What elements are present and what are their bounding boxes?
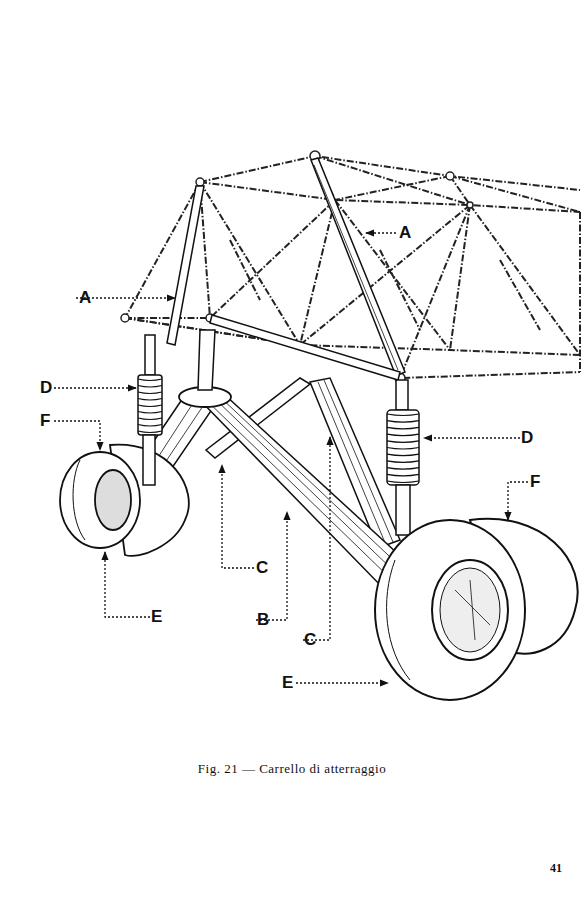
main-leg xyxy=(195,395,410,590)
spring-coil xyxy=(387,448,419,450)
spring-coil xyxy=(138,425,162,427)
shock-absorber xyxy=(138,335,162,485)
spring-coil xyxy=(387,421,419,423)
spring-coil xyxy=(138,405,162,407)
spring-coil xyxy=(138,379,162,381)
wheel xyxy=(375,519,578,700)
spring-coil xyxy=(138,379,419,483)
spring-coil xyxy=(387,427,419,429)
shock-absorber xyxy=(387,380,419,535)
spring-coil xyxy=(387,481,419,483)
part-letter: E xyxy=(151,608,162,625)
part-letter: D xyxy=(521,429,533,446)
spring-coil xyxy=(387,454,419,456)
part-letter: A xyxy=(79,289,91,306)
wheel xyxy=(60,445,189,556)
spring-coil xyxy=(138,431,162,433)
part-letter: F xyxy=(530,473,540,490)
spring-coil xyxy=(387,474,419,476)
part-letter: F xyxy=(40,412,50,429)
spring-coil xyxy=(138,418,162,420)
fuselage-truss xyxy=(125,156,580,378)
spring-coil xyxy=(138,399,162,401)
part-letter: C xyxy=(256,559,268,576)
leader-line xyxy=(54,233,528,683)
page-number: 41 xyxy=(550,862,562,874)
spring-coil xyxy=(138,392,162,394)
part-letter: D xyxy=(40,379,52,396)
part-letter: C xyxy=(304,631,316,648)
part-letter: E xyxy=(282,674,293,691)
spring-coil xyxy=(387,441,419,443)
figure-caption: Fig. 21 — Carrello di atterraggio xyxy=(198,762,386,775)
truss-fitting xyxy=(121,151,473,383)
part-letter: A xyxy=(399,224,411,241)
spring-coil xyxy=(387,468,419,470)
part-letter: B xyxy=(257,611,269,628)
spring-coil xyxy=(387,434,419,436)
spring-coil xyxy=(138,386,162,388)
spring-coil xyxy=(138,412,162,414)
spring-coil xyxy=(387,461,419,463)
spring-coil xyxy=(387,414,419,416)
strut xyxy=(198,330,215,390)
